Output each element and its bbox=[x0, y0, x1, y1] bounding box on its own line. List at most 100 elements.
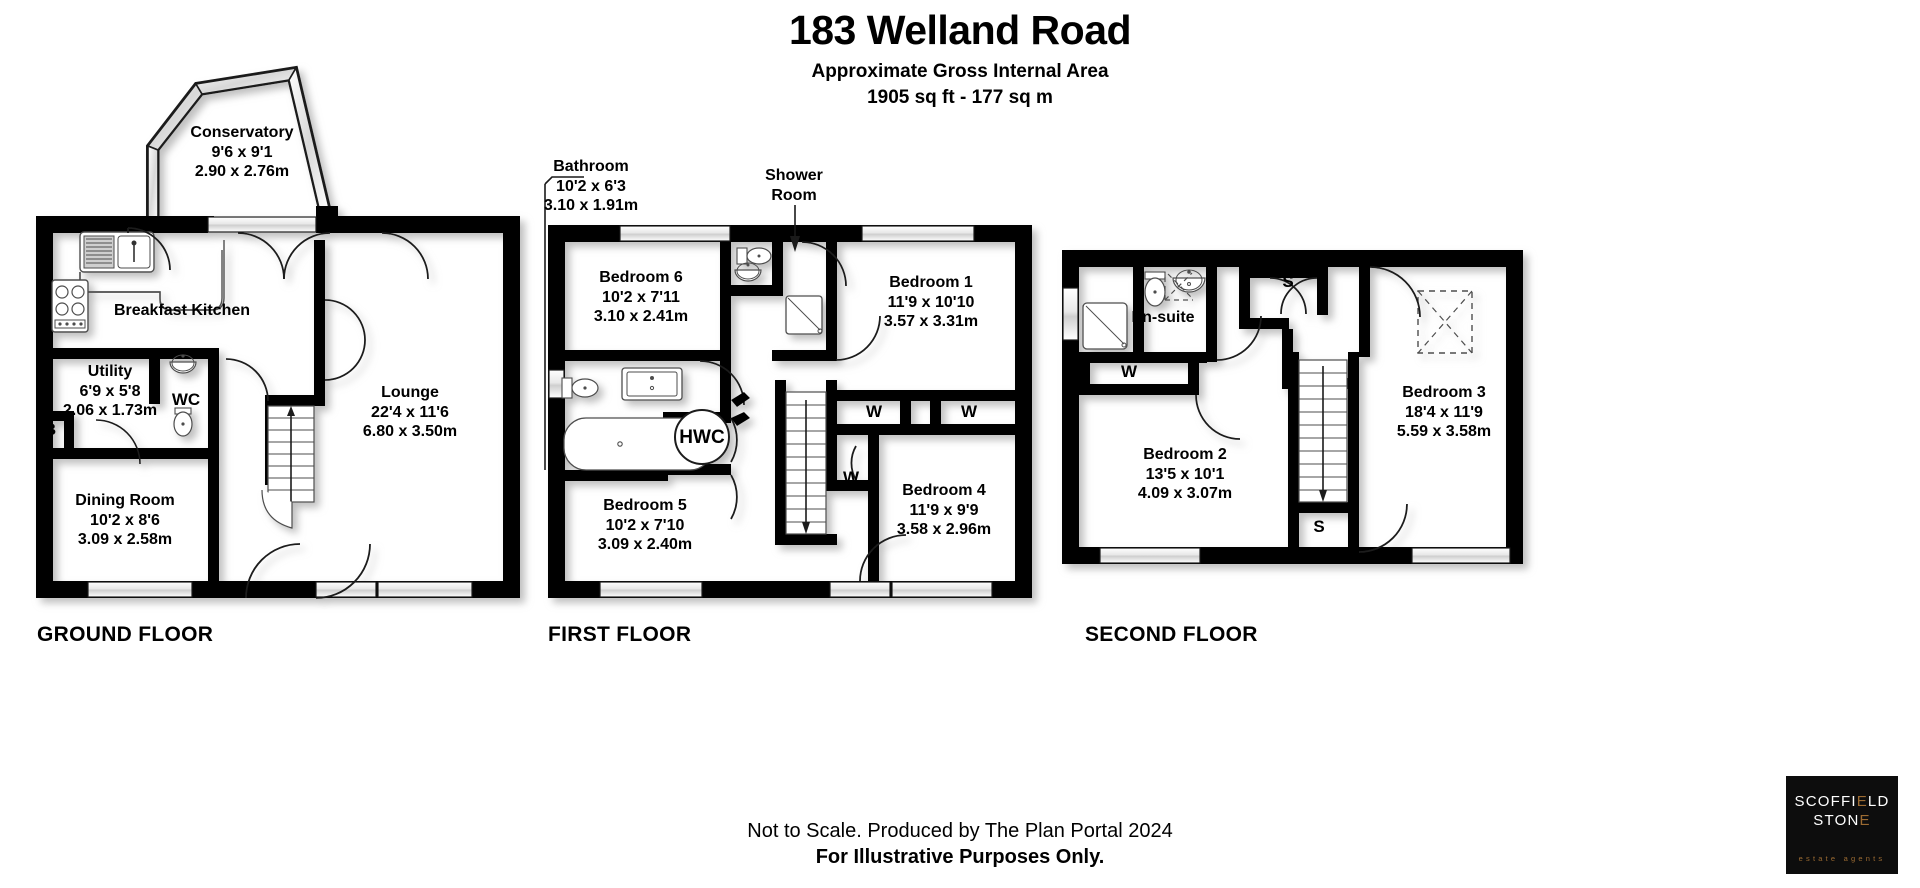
room-label-bedroom-4: Bedroom 4 11'9 x 9'9 3.58 x 2.96m bbox=[897, 481, 991, 540]
room-label-lounge: Lounge 22'4 x 11'6 6.80 x 3.50m bbox=[363, 383, 457, 442]
room-label-bedroom-5: Bedroom 5 10'2 x 7'10 3.09 x 2.40m bbox=[598, 496, 692, 555]
first-floor-plan bbox=[548, 225, 1032, 598]
area-subtitle: Approximate Gross Internal Area bbox=[811, 61, 1109, 83]
floor-caption-second: SECOND FLOOR bbox=[1085, 623, 1258, 646]
page-title: 183 Welland Road bbox=[788, 7, 1132, 53]
room-imperial: 11'9 x 10'10 bbox=[887, 293, 975, 311]
hot-water-cylinder bbox=[674, 409, 730, 465]
ground-floor-plan bbox=[36, 65, 520, 599]
room-name: Bedroom 4 bbox=[902, 482, 986, 499]
ground-door-swings bbox=[95, 227, 429, 599]
room-name-line2: Room bbox=[771, 186, 817, 204]
room-metric: 5.59 x 3.58m bbox=[1396, 423, 1492, 441]
logo-text-c: STON bbox=[1813, 811, 1860, 829]
title-block: 183 Welland Road Approximate Gross Inter… bbox=[0, 7, 1920, 110]
room-label-bedroom-1: Bedroom 1 11'9 x 10'10 3.57 x 3.31m bbox=[884, 273, 978, 332]
room-label-ensuite: En-suite bbox=[1131, 308, 1194, 328]
room-label-wc: WC bbox=[171, 390, 201, 409]
room-name: Conservatory bbox=[190, 124, 294, 141]
room-imperial: 22'4 x 11'6 bbox=[371, 403, 449, 421]
room-metric: 3.10 x 2.41m bbox=[593, 308, 689, 326]
room-metric: 3.58 x 2.96m bbox=[896, 521, 992, 539]
room-imperial: 10'2 x 6'3 bbox=[556, 177, 626, 195]
room-name: Shower bbox=[765, 167, 823, 184]
label-wardrobe-ff-2: W bbox=[960, 402, 978, 421]
second-floor-walls bbox=[1062, 250, 1523, 564]
room-metric: 3.09 x 2.58m bbox=[77, 531, 173, 549]
wc-fittings bbox=[169, 354, 197, 437]
eaves-hatch bbox=[1417, 290, 1473, 354]
area-value: 1905 sq ft - 177 sq m bbox=[867, 86, 1053, 108]
room-name: Utility bbox=[87, 363, 133, 380]
room-label-boiler: B bbox=[43, 420, 57, 439]
room-label-bedroom-2: Bedroom 2 13'5 x 10'1 4.09 x 3.07m bbox=[1138, 445, 1232, 504]
room-name: Bedroom 1 bbox=[889, 274, 973, 291]
first-door-swings bbox=[699, 241, 907, 582]
logo-accent-e2: E bbox=[1859, 811, 1871, 829]
leader-lines bbox=[544, 176, 800, 470]
logo-tagline: estate agents bbox=[1798, 853, 1886, 863]
first-angled-doors bbox=[731, 392, 750, 426]
label-wardrobe-ff-1: W bbox=[865, 402, 883, 421]
footer-line-1: Not to Scale. Produced by The Plan Porta… bbox=[747, 820, 1173, 842]
room-imperial: 6'9 x 5'8 bbox=[79, 382, 141, 400]
label-wardrobe-sf: W bbox=[1120, 362, 1138, 381]
conservatory-structure bbox=[146, 65, 338, 229]
room-name: Bedroom 6 bbox=[599, 269, 683, 286]
first-floor-walls bbox=[548, 225, 1032, 598]
room-name: Bedroom 3 bbox=[1402, 384, 1486, 401]
room-name: Bedroom 2 bbox=[1143, 446, 1227, 463]
label-store-sf-1: S bbox=[1282, 272, 1294, 291]
label-wardrobe-ff-3: W bbox=[842, 468, 860, 487]
first-staircase bbox=[785, 391, 827, 535]
room-metric: 3.09 x 2.40m bbox=[597, 536, 693, 554]
room-imperial: 10'2 x 7'11 bbox=[602, 288, 680, 306]
room-label-utility: Utility 6'9 x 5'8 2.06 x 1.73m bbox=[63, 362, 157, 421]
room-label-shower-room: Shower Room bbox=[765, 166, 823, 205]
logo-accent-e1: E bbox=[1856, 793, 1868, 810]
room-imperial: 9'6 x 9'1 bbox=[211, 143, 273, 161]
room-imperial: 18'4 x 11'9 bbox=[1405, 403, 1483, 421]
kitchen-fittings bbox=[51, 231, 225, 333]
ground-floor-internal-walls bbox=[36, 240, 325, 598]
room-metric: 3.10 x 1.91m bbox=[543, 197, 639, 215]
second-floor-plan bbox=[1062, 250, 1523, 564]
label-store-sf-2: S bbox=[1313, 517, 1325, 536]
floor-caption-ground: GROUND FLOOR bbox=[37, 623, 214, 646]
shower-room-fittings bbox=[734, 247, 823, 335]
room-metric: 3.57 x 3.31m bbox=[883, 313, 979, 331]
logo-text-b: LD bbox=[1867, 793, 1890, 810]
footer-line-2: For Illustrative Purposes Only. bbox=[815, 846, 1105, 868]
second-door-swings bbox=[1195, 266, 1421, 553]
room-name: En-suite bbox=[1131, 309, 1195, 326]
room-metric: 4.09 x 3.07m bbox=[1137, 485, 1233, 503]
room-label-conservatory: Conservatory 9'6 x 9'1 2.90 x 2.76m bbox=[190, 123, 293, 182]
room-imperial: 10'2 x 8'6 bbox=[90, 511, 160, 529]
room-name: Bedroom 5 bbox=[603, 497, 687, 514]
floor-caption-first: FIRST FLOOR bbox=[548, 623, 692, 646]
room-metric: 2.90 x 2.76m bbox=[194, 163, 290, 181]
footer: Not to Scale. Produced by The Plan Porta… bbox=[0, 820, 1920, 869]
logo-line-2: STONE bbox=[1786, 812, 1898, 831]
room-label-breakfast-kitchen: Breakfast Kitchen bbox=[114, 301, 250, 321]
second-staircase bbox=[1298, 359, 1348, 503]
room-label-bathroom: Bathroom 10'2 x 6'3 3.10 x 1.91m bbox=[544, 157, 638, 216]
room-label-bedroom-3: Bedroom 3 18'4 x 11'9 5.59 x 3.58m bbox=[1397, 383, 1491, 442]
room-imperial: 11'9 x 9'9 bbox=[909, 501, 979, 519]
room-metric: 2.06 x 1.73m bbox=[62, 402, 158, 420]
room-label-bedroom-6: Bedroom 6 10'2 x 7'11 3.10 x 2.41m bbox=[594, 268, 688, 327]
ensuite-fittings bbox=[1082, 269, 1206, 350]
room-name: Dining Room bbox=[75, 492, 175, 509]
room-imperial: 10'2 x 7'10 bbox=[605, 516, 685, 534]
room-name: Bathroom bbox=[553, 158, 629, 175]
logo-text-a: SCOFFI bbox=[1794, 793, 1857, 810]
label-hwc: HWC bbox=[679, 427, 725, 448]
ground-floor-walls bbox=[36, 216, 520, 598]
room-imperial: 13'5 x 10'1 bbox=[1145, 465, 1225, 483]
room-name: Lounge bbox=[381, 384, 439, 401]
ground-staircase bbox=[261, 405, 315, 529]
room-name: Breakfast Kitchen bbox=[113, 302, 251, 319]
room-label-dining-room: Dining Room 10'2 x 8'6 3.09 x 2.58m bbox=[75, 491, 175, 550]
